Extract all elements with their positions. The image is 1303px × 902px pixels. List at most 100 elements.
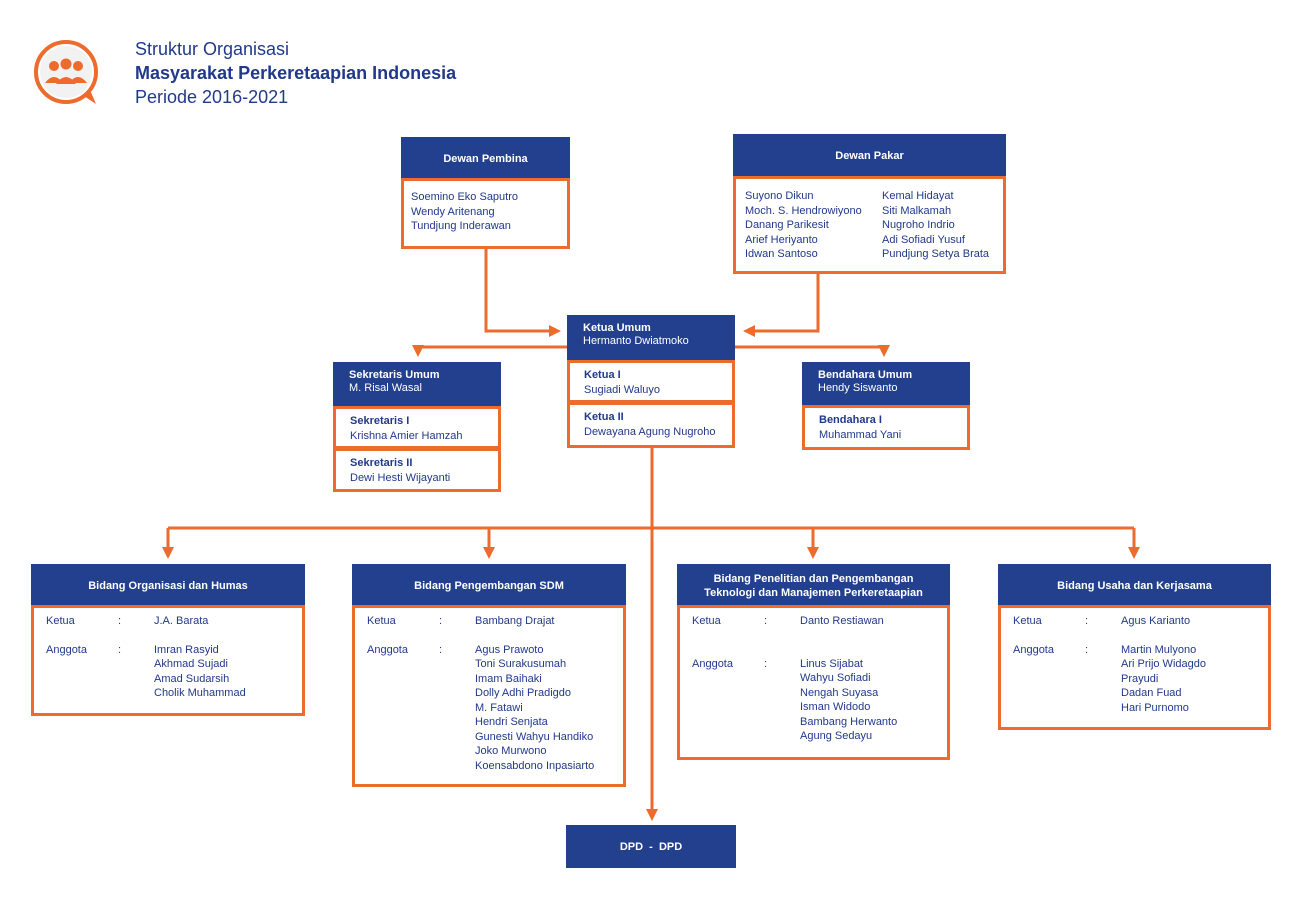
bidang-penelitian-header: Bidang Penelitian dan Pengembangan Tekno… xyxy=(677,564,950,607)
list-item: Suyono Dikun xyxy=(745,190,814,202)
bidang-organisasi-title: Bidang Organisasi dan Humas xyxy=(88,579,248,592)
colon: : xyxy=(118,643,122,656)
bidang-usaha-header: Bidang Usaha dan Kerjasama xyxy=(998,564,1271,607)
people-group-icon xyxy=(34,40,98,104)
ketua-name: Danto Restiawan xyxy=(800,615,884,627)
anggota-label: Anggota xyxy=(692,657,733,670)
bidang-penelitian-title-2: Teknologi dan Manajemen Perkeretaapian xyxy=(704,586,923,599)
page-title: Struktur Organisasi Masyarakat Perkereta… xyxy=(135,37,456,109)
colon: : xyxy=(439,615,443,627)
list-item: Tundjung Inderawan xyxy=(411,220,511,232)
colon: : xyxy=(1085,643,1089,656)
ketua-1-box: Ketua I Sugiadi Waluyo xyxy=(567,360,735,403)
list-item: Arief Heriyanto xyxy=(745,233,818,246)
bidang-organisasi-body: Ketua:J.A. Barata Anggota: Imran Rasyid … xyxy=(31,605,305,716)
ketua-name: Bambang Drajat xyxy=(475,615,555,627)
sekretaris-umum-name: M. Risal Wasal xyxy=(349,382,422,394)
list-item: Imran Rasyid xyxy=(154,643,219,656)
list-item: Nengah Suyasa xyxy=(800,686,879,699)
title-line-1: Struktur Organisasi xyxy=(135,39,290,59)
line-pakar-ketua xyxy=(743,273,820,337)
dewan-pembina-members: Soemino Eko Saputro Wendy Aritenang Tund… xyxy=(401,178,570,249)
dewan-pakar-members: Suyono Dikun Moch. S. Hendrowiyono Danan… xyxy=(733,176,1006,274)
list-item: Koensabdono Inpasiarto xyxy=(475,759,595,772)
list-item: Wahyu Sofiadi xyxy=(800,672,871,684)
bendahara-umum-name: Hendy Siswanto xyxy=(818,382,898,394)
title-line-2: Masyarakat Perkeretaapian Indonesia xyxy=(135,63,457,83)
line-pembina-ketua xyxy=(484,248,561,337)
list-item: Cholik Muhammad xyxy=(154,687,246,699)
list-item: Hendri Senjata xyxy=(475,716,548,728)
ketua-umum-name: Hermanto Dwiatmoko xyxy=(583,335,689,347)
colon: : xyxy=(764,615,768,627)
ketua-2-box: Ketua II Dewayana Agung Nugroho xyxy=(567,402,735,448)
dpd-label: DPD - DPD xyxy=(619,840,683,853)
sekretaris-umum-header: Sekretaris Umum M. Risal Wasal xyxy=(333,362,501,407)
list-item: Amad Sudarsih xyxy=(154,672,230,685)
sekretaris-1-role: Sekretaris I xyxy=(350,415,410,427)
list-item: Pundjung Setya Brata xyxy=(882,248,990,260)
logo xyxy=(30,38,102,106)
anggota-label: Anggota xyxy=(46,643,87,656)
bidang-sdm-body: Ketua:Bambang Drajat Anggota: Agus Prawo… xyxy=(352,605,626,787)
bidang-penelitian-title-1: Bidang Penelitian dan Pengembangan xyxy=(713,572,914,585)
list-item: Dolly Adhi Pradigdo xyxy=(475,687,572,699)
bendahara-1-box: Bendahara I Muhammad Yani xyxy=(802,405,970,450)
bidang-sdm-header: Bidang Pengembangan SDM xyxy=(352,564,626,607)
dpd-box: DPD - DPD xyxy=(566,825,736,868)
ketua-name: Agus Karianto xyxy=(1121,615,1191,627)
list-item: Wendy Aritenang xyxy=(411,205,495,218)
dewan-pembina-title: Dewan Pembina xyxy=(443,152,528,165)
list-item: Nugroho Indrio xyxy=(882,219,955,231)
ketua-umum-role: Ketua Umum xyxy=(583,322,651,334)
list-item: Soemino Eko Saputro xyxy=(411,191,519,203)
ketua-name: J.A. Barata xyxy=(154,615,209,627)
line-ketua-sekretaris xyxy=(412,345,568,357)
sekretaris-1-name: Krishna Amier Hamzah xyxy=(350,429,463,442)
ketua-label: Ketua xyxy=(692,615,721,627)
list-item: Adi Sofiadi Yusuf xyxy=(882,233,965,246)
list-item: Danang Parikesit xyxy=(745,219,829,231)
colon: : xyxy=(1085,615,1089,627)
colon: : xyxy=(118,615,122,627)
ketua-label: Ketua xyxy=(1013,615,1042,627)
sekretaris-2-box: Sekretaris II Dewi Hesti Wijayanti xyxy=(333,448,501,492)
bendahara-1-role: Bendahara I xyxy=(819,414,882,426)
bendahara-1-name: Muhammad Yani xyxy=(819,428,902,441)
anggota-label: Anggota xyxy=(367,643,408,656)
list-item: Prayudi xyxy=(1121,672,1159,685)
list-item: Agung Sedayu xyxy=(800,730,873,742)
dewan-pakar-header: Dewan Pakar xyxy=(733,134,1006,178)
bidang-sdm-title: Bidang Pengembangan SDM xyxy=(414,579,564,592)
bidang-penelitian-body: Ketua: Danto Restiawan Anggota: Linus Sij… xyxy=(677,605,950,760)
title-line-3: Periode 2016-2021 xyxy=(135,87,289,107)
list-item: Bambang Herwanto xyxy=(800,715,898,728)
list-item: Joko Murwono xyxy=(475,745,547,757)
sekretaris-1-box: Sekretaris I Krishna Amier Hamzah xyxy=(333,406,501,449)
sekretaris-2-name: Dewi Hesti Wijayanti xyxy=(350,471,451,484)
list-item: Hari Purnomo xyxy=(1121,701,1189,714)
bidang-usaha-title: Bidang Usaha dan Kerjasama xyxy=(1057,579,1212,592)
anggota-label: Anggota xyxy=(1013,643,1054,656)
ketua-1-role: Ketua I xyxy=(584,369,621,381)
list-item: M. Fatawi xyxy=(475,701,523,714)
line-ketua-bendahara xyxy=(734,345,890,357)
dewan-pakar-title: Dewan Pakar xyxy=(835,150,904,162)
bendahara-umum-role: Bendahara Umum xyxy=(818,369,913,381)
dewan-pembina-header: Dewan Pembina xyxy=(401,137,570,180)
ketua-label: Ketua xyxy=(46,615,75,627)
list-item: Linus Sijabat xyxy=(800,657,863,670)
list-item: Gunesti Wahyu Handiko xyxy=(475,730,594,743)
list-item: Siti Malkamah xyxy=(882,204,952,217)
list-item: Kemal Hidayat xyxy=(882,190,954,202)
bidang-organisasi-header: Bidang Organisasi dan Humas xyxy=(31,564,305,607)
colon: : xyxy=(439,643,443,656)
ketua-1-name: Sugiadi Waluyo xyxy=(584,383,661,396)
list-item: Dadan Fuad xyxy=(1121,687,1182,699)
sekretaris-umum-role: Sekretaris Umum xyxy=(349,369,440,381)
list-item: Agus Prawoto xyxy=(475,643,544,656)
ketua-2-role: Ketua II xyxy=(584,411,624,423)
bendahara-umum-header: Bendahara Umum Hendy Siswanto xyxy=(802,362,970,407)
colon: : xyxy=(764,657,768,670)
list-item: Isman Widodo xyxy=(800,701,871,713)
